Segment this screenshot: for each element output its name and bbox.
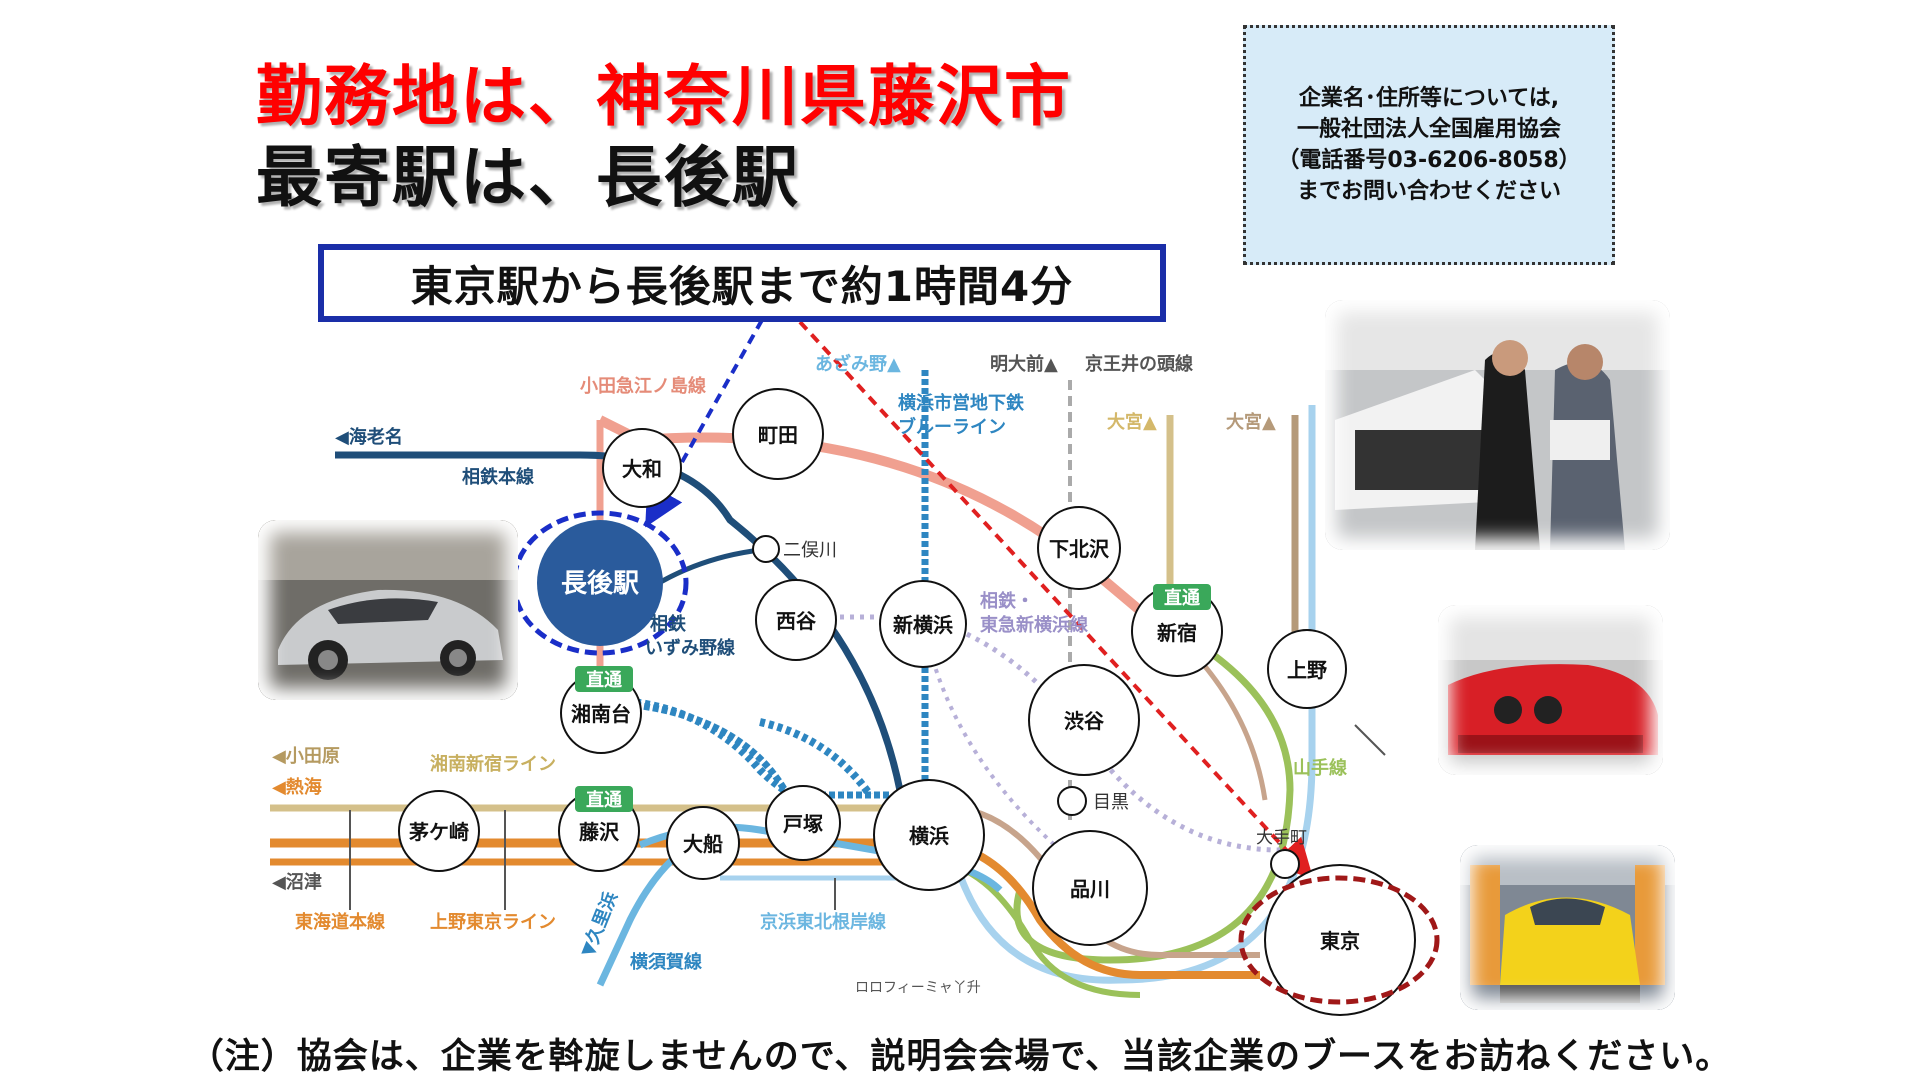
tokyo-highlight-ring [1238, 875, 1440, 1005]
station-shimokitazawa-circle [1037, 506, 1121, 590]
station-meguro-circle [1057, 786, 1087, 816]
station-ofuna: 大船 [683, 832, 723, 856]
station-meguro: 目黒 [1093, 792, 1129, 813]
label-omiya-2: 大宮▲ [1226, 411, 1276, 433]
red-route-arrow [798, 320, 1314, 880]
label-yokosuka: 横須賀線 [630, 951, 702, 973]
station-chogo-circle [537, 520, 663, 646]
title-line-2: 最寄駅は、長後駅 [256, 139, 800, 216]
label-azamino: あざみ野▲ [815, 353, 901, 375]
line-shonandai-link [599, 696, 831, 814]
label-blueline-2: ブルーライン [898, 416, 1006, 438]
station-ofuna-circle [666, 806, 740, 880]
line-izumino-ext [759, 718, 874, 798]
label-credit: ロロフィーミャ丫升 [855, 980, 981, 996]
notice-line: （電話番号03-6206-8058） [1277, 148, 1581, 173]
label-shonan-shinjuku: 湘南新宿ライン [430, 753, 556, 775]
station-ueno: 上野 [1287, 658, 1327, 682]
notice-line: 企業名･住所等については, [1298, 86, 1560, 111]
chokutsu-badge: 直通 [575, 786, 633, 812]
station-tokyo: 東京 [1320, 929, 1360, 953]
station-totsuka-circle [765, 785, 841, 861]
line-blueline-south [634, 701, 794, 802]
label-sotetsu-main: 相鉄本線 [462, 466, 534, 488]
photo-red-car [1438, 605, 1663, 775]
notice-line: 一般社団法人全国雇用協会 [1296, 117, 1561, 142]
station-otemachi: 大手町 [1256, 828, 1307, 848]
leader-yamanote [1354, 724, 1386, 756]
station-yokohama: 横浜 [909, 824, 949, 848]
station-nishiya-circle [755, 579, 837, 661]
svg-text:直通: 直通 [1164, 587, 1200, 609]
label-numazu: ◀沼津 [272, 871, 322, 893]
chokutsu-badge: 直通 [575, 666, 633, 692]
station-shonandai: 湘南台 [571, 702, 631, 726]
station-chigasaki-circle [398, 790, 480, 872]
label-odakyu-enoshima: 小田急江ノ島線 [580, 375, 706, 397]
line-yamanote [1013, 621, 1294, 964]
station-tokyo-circle [1264, 864, 1416, 1016]
station-shinjuku: 新宿 [1157, 621, 1197, 645]
label-yamanote: 山手線 [1293, 757, 1347, 779]
label-atami: ◀熱海 [272, 776, 322, 798]
label-keihin-tohoku: 京浜東北根岸線 [760, 911, 886, 933]
station-totsuka: 戸塚 [783, 812, 823, 836]
label-meidaimae: 明大前▲ [990, 353, 1058, 375]
station-shinyokohama-circle [879, 580, 967, 668]
label-sotetsu-tokyu-1: 相鉄・ [980, 590, 1034, 612]
footnote: （注）協会は、企業を斡旋しませんので、説明会会場で、当該企業のブースをお訪ねくだ… [188, 1037, 1732, 1077]
station-shinyokohama: 新横浜 [893, 613, 953, 637]
station-yokohama-circle [873, 779, 985, 891]
station-yamato-circle [602, 428, 682, 508]
photo-mechanics [1325, 300, 1670, 550]
station-machida-circle [732, 388, 824, 480]
station-shimokitazawa: 下北沢 [1049, 537, 1110, 561]
station-ueno-circle [1267, 629, 1347, 709]
station-fujisawa: 藤沢 [578, 820, 620, 844]
label-ueno-tokyo: 上野東京ライン [430, 911, 556, 933]
label-tokaido: 東海道本線 [295, 911, 385, 933]
station-otemachi-circle [1270, 849, 1300, 879]
chokutsu-badge: 直通 [1153, 584, 1211, 610]
label-sotetsu-tokyu-2: 東急新横浜線 [980, 614, 1088, 636]
svg-text:直通: 直通 [586, 789, 622, 811]
label-ebina: ◀海老名 [335, 426, 403, 448]
blue-route-arrow [645, 319, 764, 528]
station-machida: 町田 [758, 423, 798, 447]
station-yamato: 大和 [622, 457, 662, 481]
station-chigasaki: 茅ケ崎 [409, 820, 469, 844]
station-shinagawa: 品川 [1070, 877, 1110, 901]
station-chogo: 長後駅 [561, 568, 639, 599]
station-shinagawa-circle [1032, 830, 1148, 946]
label-odawara: ◀小田原 [272, 746, 340, 767]
station-shibuya-circle [1028, 664, 1140, 776]
label-keio-inokashira: 京王井の頭線 [1085, 353, 1193, 375]
travel-time-box: 東京駅から長後駅まで約1時間4分 [318, 244, 1166, 322]
label-omiya-1: 大宮▲ [1107, 411, 1157, 433]
svg-text:直通: 直通 [586, 669, 622, 691]
notice-line: までお問い合わせください [1296, 179, 1561, 204]
label-sotetsu-izumino-2: いずみ野線 [645, 637, 735, 659]
line-sotetsu-tokyu [800, 614, 1281, 853]
contact-notice: 企業名･住所等については, 一般社団法人全国雇用協会 （電話番号03-6206-… [1243, 25, 1615, 265]
station-shibuya: 渋谷 [1064, 709, 1105, 733]
label-sotetsu-izumino-1: 相鉄 [650, 613, 686, 635]
photo-yellow-car [1460, 845, 1675, 1010]
title-line-1: 勤務地は、神奈川県藤沢市 [256, 58, 1072, 135]
station-futamatagawa-circle [752, 535, 780, 563]
photo-silver-car [258, 520, 518, 700]
label-blueline-1: 横浜市営地下鉄 [898, 392, 1024, 414]
station-nishiya: 西谷 [776, 609, 817, 633]
station-futamatagawa: 二俣川 [783, 540, 837, 561]
